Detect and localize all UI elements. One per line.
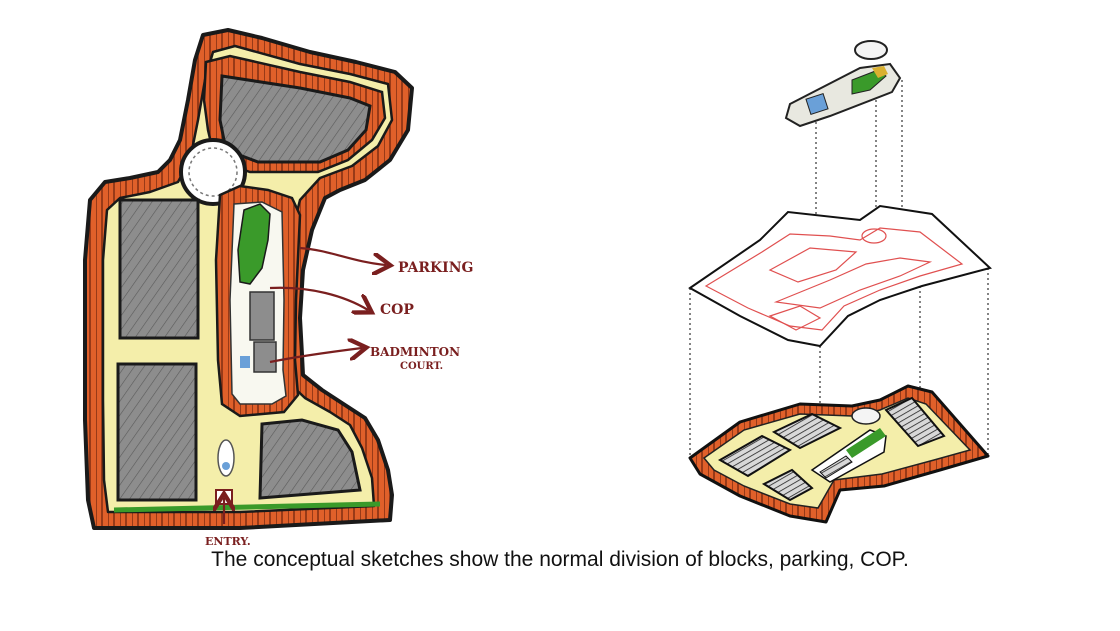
plan-cop-blue [240,356,250,368]
bottom-layer-green [846,428,886,458]
badminton-label-line2: COURT. [400,361,443,372]
bottom-layer-roundabout [851,407,881,425]
plan-green-strip [113,501,381,513]
site-plan [83,28,414,530]
parking-arrow [299,246,386,265]
badminton-arrow [269,348,362,364]
bottom-layer-block-2 [771,412,843,450]
middle-layer-plan-lines [704,227,964,331]
bottom-layer-block-4 [761,468,814,502]
plan-badminton-court [253,341,277,373]
bottom-layer-block-3 [884,396,946,448]
axonometric-diagram [688,40,993,524]
plan-cop-building [249,291,275,341]
bottom-layer-block-1 [717,434,793,478]
cop-arrow [269,286,368,310]
bottom-layer-courts [819,455,853,479]
entry-label: ENTRY. [205,535,251,548]
top-layer-building [805,92,829,116]
plan-entry-pool [222,462,230,470]
plan-entry-fountain [217,439,235,477]
badminton-label-line1: BADMINTON [370,345,460,359]
plan-green-lawn [237,203,271,285]
plan-block-bottom-right [258,418,362,500]
top-layer-roundabout [854,40,888,60]
annotations: PARKING COP BADMINTON COURT. ENTRY. [205,246,473,548]
caption: The conceptual sketches show the normal … [211,548,909,571]
plan-block-left-top [118,198,200,340]
plan-block-left-bottom [116,362,198,502]
top-layer-yellow [872,66,888,78]
parking-label: PARKING [398,260,473,276]
cop-label: COP [380,302,414,318]
plan-roundabout-inner [188,147,238,197]
